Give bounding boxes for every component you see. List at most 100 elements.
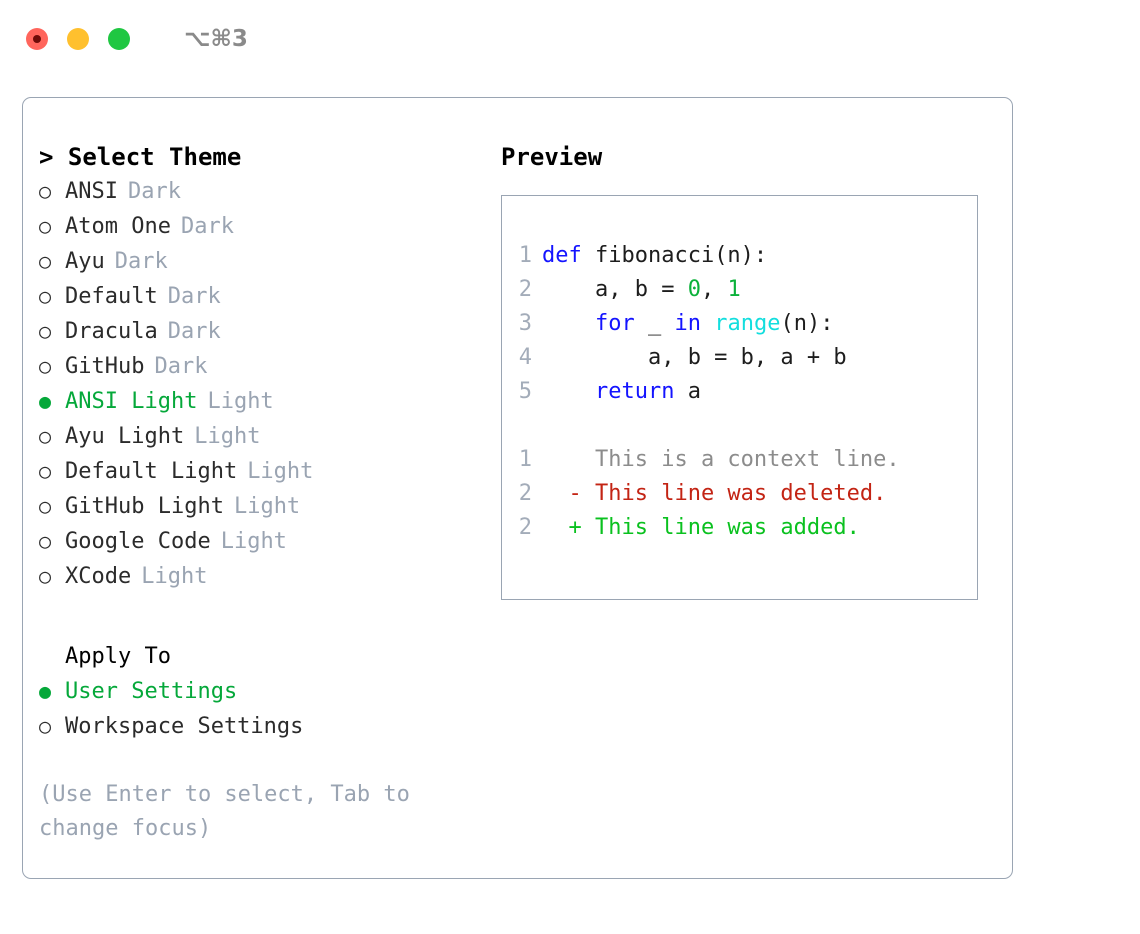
code-token: a, b = b, a + b [542,345,847,370]
line-number: 5 [518,379,532,404]
code-line: 5 return a [510,375,847,409]
keyboard-shortcut-label: ⌥⌘3 [184,26,248,52]
diff-text: - This line was deleted. [542,481,887,506]
radio-selected-icon: ● [39,679,52,703]
diff-line: 2 + This line was added. [510,511,900,545]
theme-option-label: ANSI Light [65,389,198,414]
theme-option-item[interactable]: ● ANSI Light Light [39,384,499,419]
theme-variant-tag: Dark [180,214,234,239]
radio-unselected-icon: ○ [39,459,52,483]
theme-variant-tag: Light [141,564,208,589]
diff-line: 2 - This line was deleted. [510,477,900,511]
radio-unselected-icon: ○ [39,214,52,238]
theme-variant-tag: Dark [154,354,208,379]
theme-variant-tag: Light [233,494,301,519]
preview-header: Preview [501,143,603,171]
radio-unselected-icon: ○ [39,354,52,378]
select-theme-header: > Select Theme [39,143,242,171]
theme-option-item[interactable]: ○ Dracula Dark [39,314,499,349]
code-token: return [594,379,675,404]
theme-variant-tag: Light [207,389,274,414]
code-token: , [700,277,728,302]
radio-unselected-icon: ○ [39,564,52,588]
theme-option-item[interactable]: ○ GitHub Dark [39,349,499,384]
code-line: 4 a, b = b, a + b [510,341,847,375]
theme-variant-tag: Dark [114,249,168,274]
theme-variant-tag: Dark [167,319,221,344]
code-token: 1 [727,277,741,302]
theme-option-item[interactable]: ○ Ayu Light Light [39,419,499,454]
theme-option-label: Atom One [65,214,171,239]
theme-option-item[interactable]: ○ Ayu Dark [39,244,499,279]
theme-option-label: Default Light [65,459,238,484]
code-line: 3 for _ in range(n): [510,307,847,341]
theme-option-item[interactable]: ○ Atom One Dark [39,209,499,244]
theme-variant-tag: Light [194,424,261,449]
theme-option-label: Dracula [65,319,158,344]
code-token: 0 [687,277,701,302]
code-token [542,311,595,336]
line-number: 4 [518,345,532,370]
theme-option-label: XCode [65,564,132,589]
close-button[interactable] [26,28,48,50]
minimize-button[interactable] [67,28,89,50]
theme-option-item[interactable]: ○ XCode Light [39,559,499,594]
code-token: fibonacci(n): [594,243,768,268]
radio-unselected-icon: ○ [39,319,52,343]
code-token: in [674,311,701,336]
code-line: 2 a, b = 0, 1 [510,273,847,307]
code-token: a, b = [542,277,688,302]
code-token: a [674,379,701,404]
apply-to-option-label: User Settings [65,679,238,704]
line-number: 2 [518,515,532,540]
keyboard-hint-text: (Use Enter to select, Tab to change focu… [39,782,424,841]
theme-option-label: Default [65,284,158,309]
code-token: (n): [780,311,834,336]
theme-option-label: Ayu Light [65,424,185,449]
title-bar: ⌥⌘3 [0,0,1140,78]
theme-option-label: Ayu [65,249,105,274]
theme-option-label: GitHub [65,354,145,379]
line-number: 2 [518,277,532,302]
radio-unselected-icon: ○ [39,529,52,553]
theme-variant-tag: Light [247,459,314,484]
theme-option-label: GitHub Light [65,494,224,519]
diff-text: This is a context line. [542,447,900,472]
theme-variant-tag: Dark [167,284,221,309]
line-number: 1 [518,447,532,472]
code-token [701,311,714,336]
apply-to-header: Apply To [65,644,171,669]
line-number: 3 [518,311,532,336]
theme-option-item[interactable]: ○ Default Light Light [39,454,499,489]
radio-unselected-icon: ○ [39,424,52,448]
apply-to-option-item[interactable]: ● User Settings [39,674,499,709]
code-token: range [714,311,781,336]
radio-unselected-icon: ○ [39,714,52,738]
theme-variant-tag: Dark [127,179,181,204]
theme-option-label: ANSI [65,179,118,204]
radio-selected-icon: ● [39,389,52,413]
apply-to-option-list[interactable]: ● User Settings ○Workspace Settings [39,674,499,744]
apply-to-option-item[interactable]: ○Workspace Settings [39,709,499,744]
code-token: _ [634,311,675,336]
theme-variant-tag: Light [220,529,287,554]
line-number: 2 [518,481,532,506]
diff-line: 1 This is a context line. [510,443,900,477]
code-token [542,379,595,404]
radio-unselected-icon: ○ [39,249,52,273]
diff-sample: 1 This is a context line.2 - This line w… [510,443,900,545]
zoom-button[interactable] [108,28,130,50]
window-controls [26,28,130,50]
